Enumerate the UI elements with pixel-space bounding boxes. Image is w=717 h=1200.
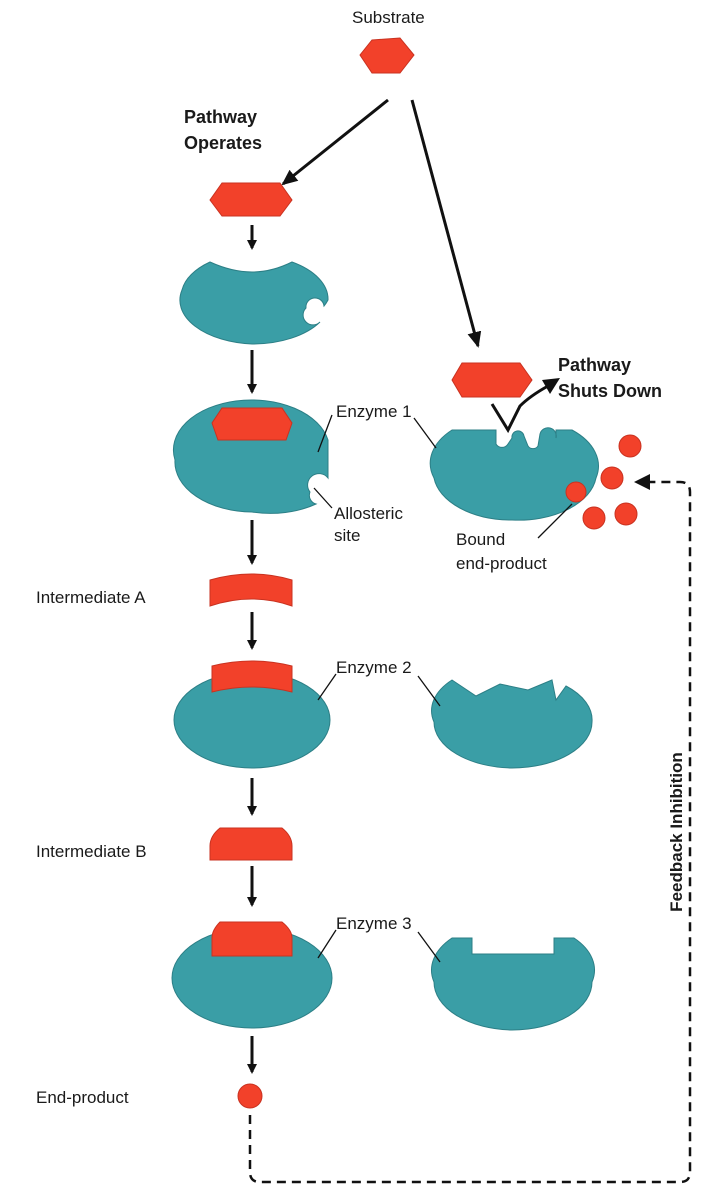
intermediate-b-on-enzyme-3 [211, 921, 293, 957]
substrate-on-enzyme-1 [211, 407, 293, 441]
rejection-arrowhead [542, 378, 560, 394]
intermediate-a-molecule [209, 573, 293, 607]
enzyme-2-label: Enzyme 2 [336, 658, 412, 677]
allosteric-label-line1: Allosteric [334, 504, 403, 523]
bound-label-line2: end-product [456, 554, 547, 573]
enzyme-3-label: Enzyme 3 [336, 914, 412, 933]
pathway-shuts-label-line2: Shuts Down [558, 381, 662, 401]
substrate-label: Substrate [352, 8, 425, 27]
end-product-bound [565, 481, 587, 503]
enzyme1-leader-right [413, 417, 437, 449]
substrate-blocked [451, 362, 533, 398]
end-product-free-1 [618, 434, 642, 458]
pathway-operates-label-line1: Pathway [184, 107, 258, 127]
enzyme3-leader-right [417, 931, 441, 963]
pathway-operates-label-line2: Operates [184, 133, 263, 153]
enzyme-1-label: Enzyme 1 [336, 402, 412, 421]
feedback-inhibition-label: Feedback Inhibition [667, 752, 686, 912]
pathway-shuts-label-line1: Pathway [558, 355, 632, 375]
substrate-molecule-left [209, 182, 293, 217]
enzyme-1-inhibited [429, 427, 599, 521]
enzyme2-leader-left [317, 673, 337, 701]
enzyme1-leader-left [317, 414, 333, 453]
end-product-free-3 [582, 506, 606, 530]
end-product-free-4 [614, 502, 638, 526]
end-product-label: End-product [36, 1088, 129, 1107]
bound-leader [537, 503, 573, 539]
feedback-inhibition-path [248, 480, 692, 1184]
arrow-to-pathway-shuts [410, 99, 482, 348]
enzyme2-leader-right [417, 675, 441, 707]
end-product-molecule [237, 1083, 263, 1109]
rejection-arrow [490, 384, 549, 434]
feedback-arrowhead [634, 474, 650, 490]
enzyme3-leader-left [317, 929, 337, 959]
end-product-free-2 [600, 466, 624, 490]
enzyme-3-free [431, 937, 595, 1031]
allosteric-label-line2: site [334, 526, 361, 545]
enzyme-2-free [431, 679, 593, 769]
allosteric-leader [313, 487, 333, 509]
enzyme-1-free [179, 261, 329, 345]
arrow-to-pathway-operates [281, 98, 389, 186]
intermediate-a-on-enzyme-2 [211, 660, 293, 693]
bound-label-line1: Bound [456, 530, 506, 549]
intermediate-b-molecule [209, 827, 293, 861]
intermediate-a-label: Intermediate A [36, 588, 146, 607]
substrate-molecule [359, 37, 415, 74]
intermediate-b-label: Intermediate B [36, 842, 147, 861]
